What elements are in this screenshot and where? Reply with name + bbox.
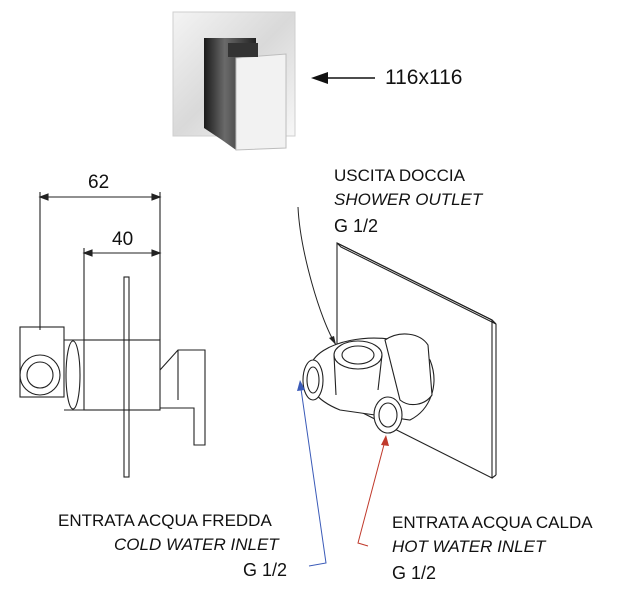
outlet-label-en: SHOWER OUTLET [334, 190, 483, 209]
outlet-thread: G 1/2 [334, 216, 379, 236]
cold-inlet-leader [299, 381, 327, 567]
outlet-label-it: USCITA DOCCIA [334, 166, 465, 185]
hot-inlet-leader [357, 436, 387, 547]
cold-inlet-label-en: COLD WATER INLET [114, 535, 279, 554]
outlet-leader [297, 206, 337, 346]
hot-inlet-label-en: HOT WATER INLET [392, 537, 546, 556]
hot-inlet-label-it: ENTRATA ACQUA CALDA [392, 513, 593, 532]
side-view [19, 192, 206, 478]
body-depth-label: 40 [112, 229, 134, 250]
lever-body [204, 38, 256, 150]
lever-front [235, 53, 287, 151]
hot-inlet-thread: G 1/2 [392, 563, 437, 583]
leader-lines [297, 206, 389, 567]
iso-view [302, 242, 497, 479]
faceplate-size-arrow [311, 72, 375, 84]
product-photo [172, 11, 296, 151]
overall-depth-label: 62 [88, 172, 110, 193]
cold-inlet-label-it: ENTRATA ACQUA FREDDA [58, 511, 272, 530]
faceplate-size-label: 116x116 [385, 66, 463, 89]
lever-top [228, 43, 258, 57]
cold-inlet-thread: G 1/2 [243, 560, 288, 580]
